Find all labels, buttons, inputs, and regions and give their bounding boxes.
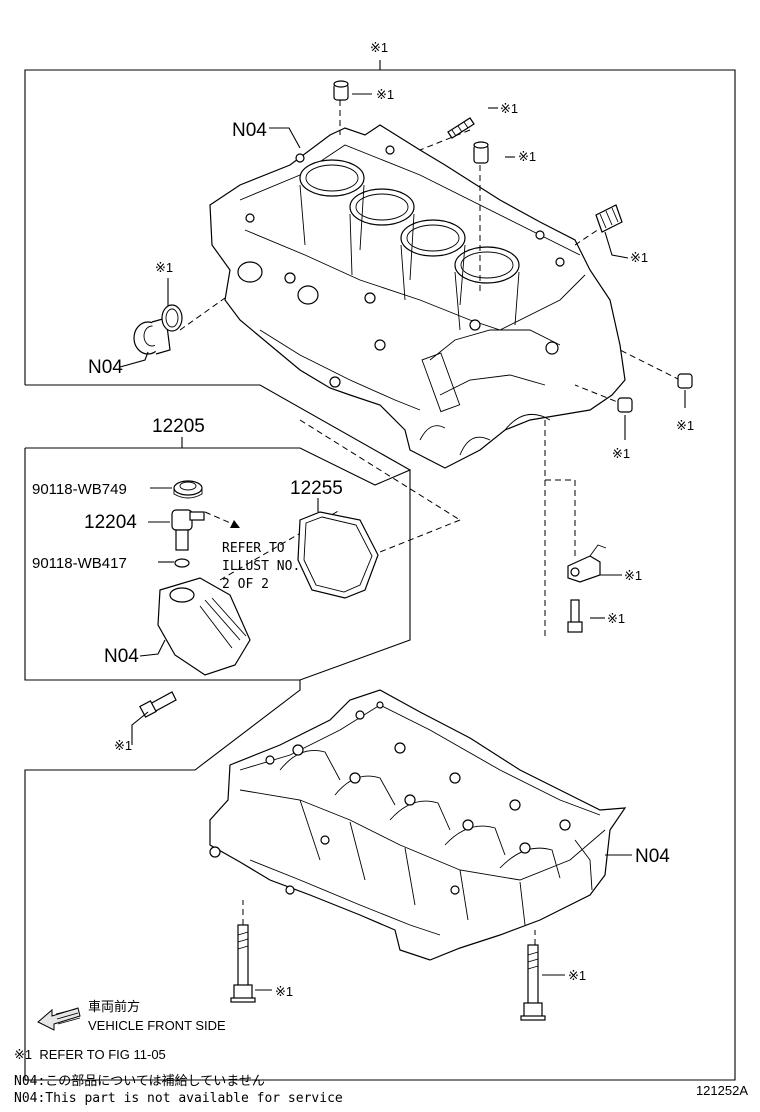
label-90118-wb749: 90118-WB749 bbox=[32, 481, 127, 498]
ref-mark-oring: ※1 bbox=[155, 260, 173, 275]
subassembly-frame-12205 bbox=[24, 437, 411, 681]
dowel-pin-right bbox=[473, 141, 489, 164]
stud-bolt bbox=[447, 117, 475, 139]
label-90118-wb417: 90118-WB417 bbox=[32, 555, 127, 572]
illustration-id: 121252A bbox=[695, 1083, 748, 1098]
label-12204: 12204 bbox=[84, 512, 137, 533]
crankcase-lower bbox=[209, 689, 627, 961]
o-ring bbox=[161, 304, 183, 332]
vehicle-front-arrow bbox=[37, 1007, 81, 1031]
gasket-12255 bbox=[297, 511, 379, 599]
pin-right-1 bbox=[677, 373, 693, 389]
ref-mark-bolt-lower-right: ※1 bbox=[568, 968, 586, 983]
ref-mark-bolt-right: ※1 bbox=[607, 611, 625, 626]
ref-mark-pin-1: ※1 bbox=[676, 418, 694, 433]
ref-mark-bolt-lower-left: ※1 bbox=[275, 984, 293, 999]
refer-text-2: ILLUST NO. bbox=[222, 559, 300, 574]
label-n04-plug: N04 bbox=[88, 357, 123, 378]
direction-en: VEHICLE FRONT SIDE bbox=[88, 1018, 226, 1033]
label-leaders bbox=[119, 93, 686, 991]
label-n04-separator: N04 bbox=[104, 646, 139, 667]
upper-frame bbox=[24, 60, 736, 1081]
pin-right-2 bbox=[617, 397, 633, 413]
bracket-sensor bbox=[567, 544, 607, 583]
refer-text-3: 2 OF 2 bbox=[222, 577, 269, 592]
note-n04-jp: N04:この部品については補給していません bbox=[14, 1074, 265, 1089]
note-n04-en: N04:This part is not available for servi… bbox=[14, 1091, 343, 1106]
oil-separator-n04 bbox=[157, 577, 251, 676]
dowel-pin-top bbox=[333, 80, 349, 101]
plug-n04 bbox=[133, 317, 171, 355]
label-n04-crankcase: N04 bbox=[635, 846, 670, 867]
ref-mark-frame: ※1 bbox=[370, 40, 388, 55]
gasket-90118-wb417 bbox=[174, 558, 190, 568]
bolt-lower-right bbox=[520, 944, 546, 1021]
cylinder-block-upper bbox=[209, 124, 626, 469]
upper-leaders bbox=[179, 100, 681, 640]
plug-threaded bbox=[595, 204, 623, 233]
bolt-left-mid bbox=[139, 691, 177, 718]
pcv-valve-12204 bbox=[171, 509, 205, 551]
labels: ※1 N04 ※1 ※1 ※1 ※1 ※1 N04 ※1 ※1 12205 90… bbox=[32, 40, 694, 1033]
ref-mark-bracket: ※1 bbox=[624, 568, 642, 583]
ref-mark-plug: ※1 bbox=[630, 250, 648, 265]
bolt-lower-left bbox=[230, 924, 256, 1003]
bolt-right-upper bbox=[567, 599, 583, 633]
label-12255: 12255 bbox=[290, 478, 343, 499]
ref-mark-stud: ※1 bbox=[500, 101, 518, 116]
label-12205: 12205 bbox=[152, 416, 205, 437]
label-n04-upper: N04 bbox=[232, 120, 267, 141]
grommet-90118-wb749 bbox=[173, 480, 203, 499]
refer-text-1: REFER TO bbox=[222, 541, 285, 556]
ref-mark-pin-2: ※1 bbox=[612, 446, 630, 461]
ref-mark-dowel-top: ※1 bbox=[376, 87, 394, 102]
note-ref: ※1 REFER TO FIG 11-05 bbox=[14, 1047, 166, 1062]
refer-arrow bbox=[204, 511, 240, 528]
direction-jp: 車両前方 bbox=[88, 999, 140, 1014]
ref-mark-bolt-left: ※1 bbox=[114, 738, 132, 753]
ref-mark-dowel-right: ※1 bbox=[518, 149, 536, 164]
